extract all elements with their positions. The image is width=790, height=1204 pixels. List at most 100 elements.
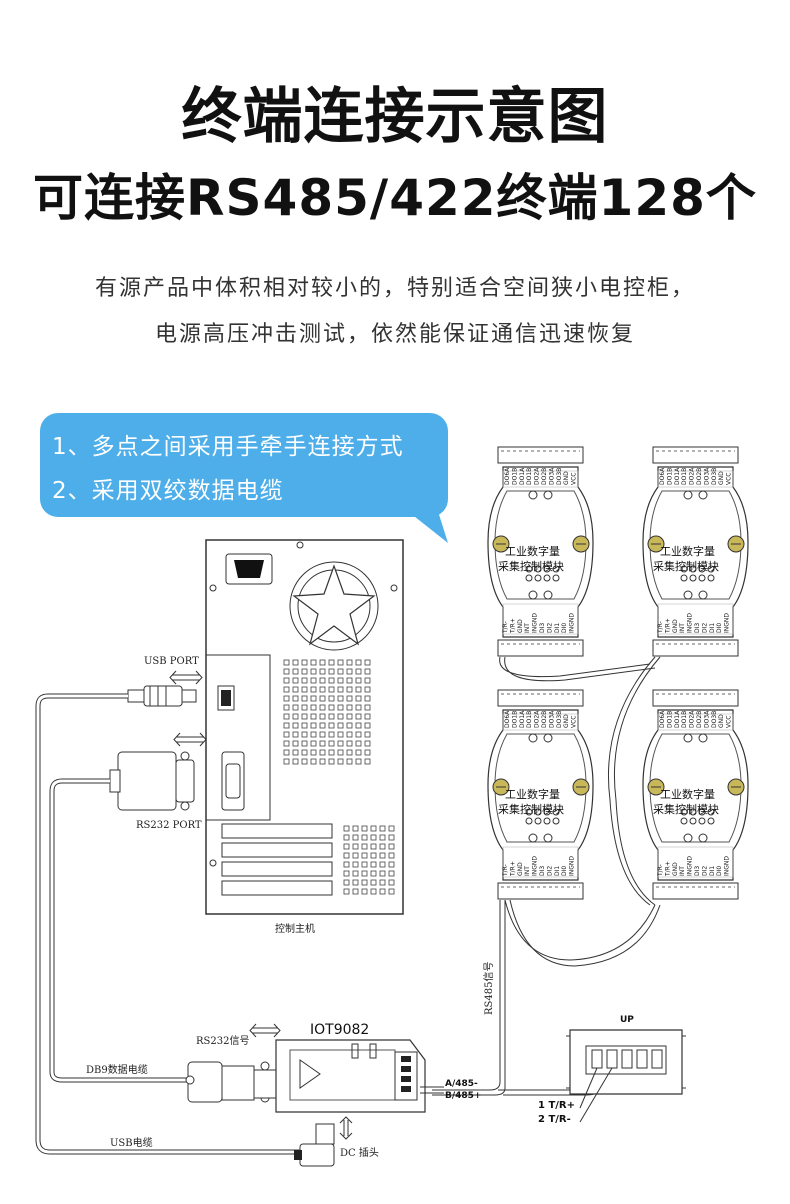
callout-line-2: 2、采用双绞数据电缆 <box>52 478 284 504</box>
module-bottom-pin-label: T/R- <box>657 864 664 877</box>
module-bottom-pin-label: DI1 <box>554 623 561 633</box>
module-top-pin-label: DO1B <box>666 711 673 728</box>
module-bottom-pin-label: T/R+ <box>509 618 516 634</box>
pin-b-label: B/485+ <box>445 1091 481 1101</box>
module-bottom-pin-label: DI3 <box>539 866 546 876</box>
rs232-port-label: RS232 PORT <box>136 820 202 831</box>
module-bottom-pin-label: GND <box>517 619 524 633</box>
module-top-pin-label: DO2B <box>541 468 548 485</box>
svg-text:工业数字量: 工业数字量 <box>660 787 715 801</box>
module-top-pin-label: DO3A <box>548 467 555 485</box>
module-bottom-pin-label: DI0 <box>716 866 723 876</box>
module-bottom-pin-label: T/R+ <box>664 861 671 877</box>
module-bottom-pin-label: INGND <box>532 613 539 633</box>
module-top-pin-label: GND <box>563 714 570 728</box>
module-bottom-pin-label: DI3 <box>694 623 701 633</box>
db9-cable-label: DB9数据电缆 <box>86 1063 148 1076</box>
rs232-signal-label: RS232信号 <box>196 1035 249 1047</box>
module-top-pin-label: GND <box>718 714 725 728</box>
module-bottom-pin-label: INGND <box>724 856 731 876</box>
module-top-pin-label: DO2A <box>534 467 541 485</box>
double-arrow-icon <box>169 670 207 747</box>
module-top-pin-label: DO2B <box>541 711 548 728</box>
module-top-pin-label: DO6A <box>504 467 511 485</box>
module-bottom-pin-label: GND <box>672 862 679 876</box>
module-top-pin-label: DO2B <box>696 711 703 728</box>
module-top-pin-label: DO1B <box>681 711 688 728</box>
rs485-signal-label: RS485信号 <box>483 962 495 1015</box>
module-top-pin-label: DO1B <box>666 468 673 485</box>
page-subtitle: 可连接RS485/422终端128个 <box>33 169 757 227</box>
module-bottom-pin-label: DI1 <box>554 866 561 876</box>
svg-text:工业数字量: 工业数字量 <box>660 544 715 558</box>
control-host <box>205 539 404 915</box>
module-top-pin-label: DO1A <box>519 710 526 728</box>
module-bottom-pin-label: DI0 <box>716 623 723 633</box>
module-bottom-pin-label: INGND <box>532 856 539 876</box>
module-top-pin-label: DO1A <box>674 467 681 485</box>
module-top-pin-label: VCC <box>571 716 578 728</box>
module-top-pin-label: DO3A <box>703 467 710 485</box>
terminal-pin1-label: 1 T/R+ <box>538 1100 575 1111</box>
double-arrow-icon <box>249 1023 281 1038</box>
module-top-pin-label: DO6A <box>659 467 666 485</box>
module-bottom-pin-label: T/R+ <box>664 618 671 634</box>
callout-tail <box>400 505 448 543</box>
converter-iot9082 <box>185 1039 444 1113</box>
module-bottom-pin-label: T/R- <box>502 621 509 634</box>
module-bottom-pin-label: DI2 <box>701 623 708 633</box>
page-title: 终端连接示意图 <box>181 82 609 152</box>
svg-text:采集控制模块: 采集控制模块 <box>498 559 564 573</box>
pin-a-label: A/485- <box>445 1079 478 1089</box>
module-bottom-pin-label: INGND <box>724 613 731 633</box>
svg-text:工业数字量: 工业数字量 <box>505 787 560 801</box>
svg-text:采集控制模块: 采集控制模块 <box>653 802 719 816</box>
terminal-block <box>566 1029 686 1123</box>
module-bottom-pin-label: T/R- <box>502 864 509 877</box>
module-bottom-pin-label: INGND <box>569 613 576 633</box>
module-bottom-pin-label: INGND <box>687 856 694 876</box>
module-top-pin-label: DO1A <box>674 710 681 728</box>
module-top-pin-label: VCC <box>726 473 733 485</box>
module-bottom-pin-label: T/R- <box>657 621 664 634</box>
module-bottom-pin-label: DI2 <box>701 866 708 876</box>
usb-plug-icon <box>127 685 197 707</box>
module-top-pin-label: DO1B <box>511 711 518 728</box>
module-top-pin-label: DO1B <box>511 468 518 485</box>
module-top-pin-label: DO3A <box>548 710 555 728</box>
module-bottom-pin-label: INT <box>524 866 531 876</box>
module-top-pin-label: DO2A <box>689 710 696 728</box>
module-top-pin-label: DO3B <box>556 711 563 728</box>
module-top-pin-label: DO3B <box>711 468 718 485</box>
module-top-pin-label: VCC <box>571 473 578 485</box>
host-label: 控制主机 <box>275 922 315 935</box>
module-top-pin-label: VCC <box>726 716 733 728</box>
module-top-pin-label: DO1B <box>681 468 688 485</box>
module-top-pin-label: GND <box>718 471 725 485</box>
description-line-2: 电源高压冲击测试，依然能保证通信迅速恢复 <box>154 322 635 347</box>
module-top-pin-label: DO1B <box>526 468 533 485</box>
svg-text:工业数字量: 工业数字量 <box>505 544 560 558</box>
module-top-pin-label: DO6A <box>504 710 511 728</box>
module-bottom-pin-label: INT <box>679 623 686 633</box>
module-labels: 工业数字量 采集控制模块 工业数字量 采集控制模块 工业数字量 采集控制模块 工… <box>498 544 719 816</box>
terminal-up-label: UP <box>620 1015 634 1025</box>
module-top-pin-label: DO2A <box>689 467 696 485</box>
module-top-pin-label: DO3B <box>711 711 718 728</box>
module-bottom-pin-label: INGND <box>687 613 694 633</box>
module-top-pin-label: DO6A <box>659 710 666 728</box>
usb-port-label: USB PORT <box>144 656 199 667</box>
description-line-1: 有源产品中体积相对较小的，特别适合空间狭小电控柜， <box>94 276 695 301</box>
module-bottom-pin-label: DI2 <box>546 866 553 876</box>
dc-plug-icon <box>294 1116 353 1167</box>
module-bottom-pin-label: DI1 <box>709 866 716 876</box>
module-bottom-pin-label: T/R+ <box>509 861 516 877</box>
module-bottom-pin-label: INGND <box>569 856 576 876</box>
module-top-pin-label: GND <box>563 471 570 485</box>
module-bottom-pin-label: DI3 <box>539 623 546 633</box>
terminal-pin2-label: 2 T/R- <box>538 1114 571 1125</box>
module-top-pin-label: DO1B <box>526 711 533 728</box>
module-top-pin-label: DO3B <box>556 468 563 485</box>
